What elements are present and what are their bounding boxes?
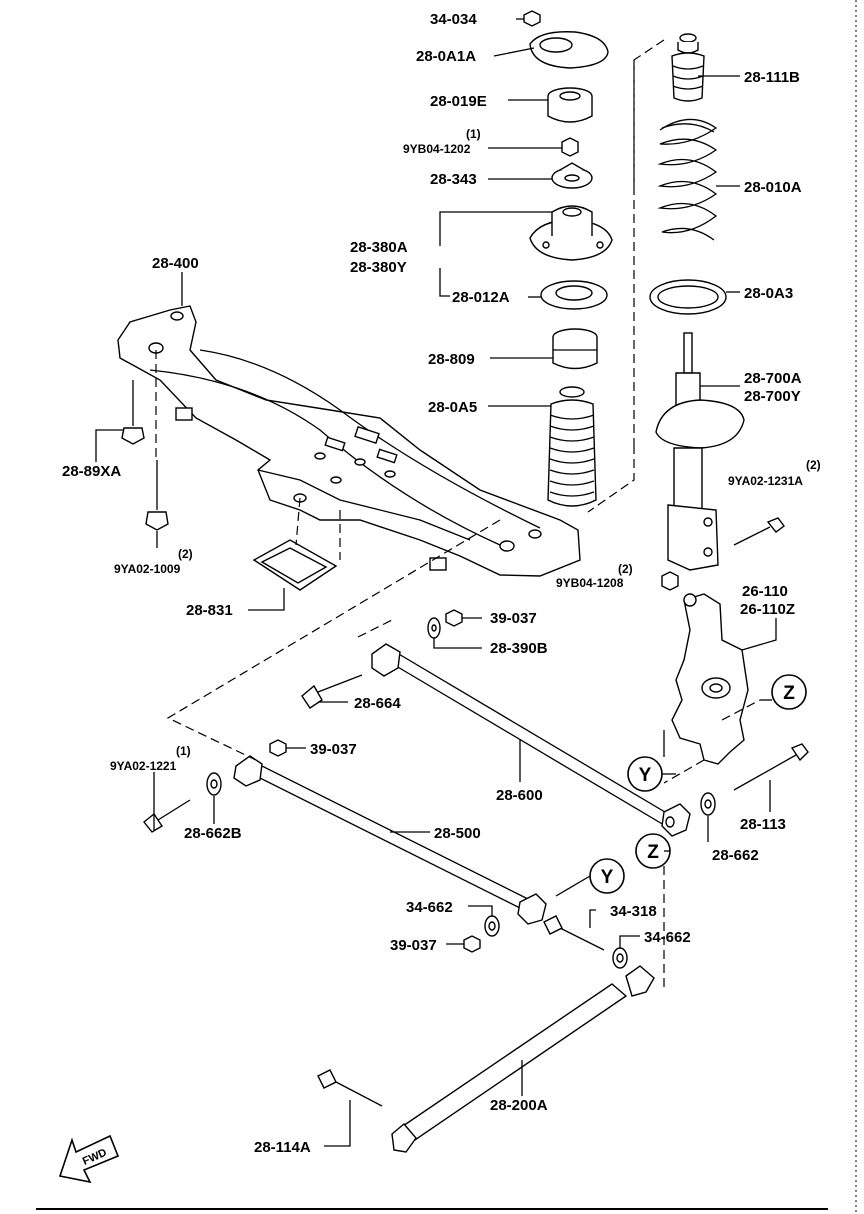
bolt-28-113[interactable]: [733, 743, 809, 791]
marker-z-knuckle: Z: [771, 674, 807, 710]
label-28-700A: 28-700A: [744, 370, 802, 387]
label-28-0A5: 28-0A5: [428, 399, 477, 416]
bushing-34-662-a[interactable]: [484, 915, 500, 937]
label-9YA02-1221-qty: (1): [176, 744, 191, 758]
label-28-662: 28-662: [712, 847, 759, 864]
label-9YA02-1009-qty: (2): [178, 547, 193, 561]
label-28-343: 28-343: [430, 171, 477, 188]
lateral-link-28-600[interactable]: [371, 643, 691, 837]
coil-spring-28-010A[interactable]: [657, 118, 718, 241]
label-9YB04-1202: 9YB04-1202: [403, 142, 471, 156]
label-28-809: 28-809: [428, 351, 475, 368]
label-28-89XA: 28-89XA: [62, 463, 121, 480]
label-26-110: 26-110: [742, 583, 788, 600]
bump-rubber-28-111B[interactable]: [671, 33, 705, 102]
assembly-line: [295, 497, 301, 546]
svg-text:Y: Y: [639, 765, 652, 786]
label-9YA02-1231A-qty: (2): [806, 458, 821, 472]
bushing-28-662B[interactable]: [206, 772, 222, 796]
assembly-line: [166, 519, 501, 761]
marker-z-link: Z: [635, 833, 671, 869]
label-34-318: 34-318: [610, 903, 657, 920]
label-39-037-b: 39-037: [310, 741, 357, 758]
bushing-34-662-b[interactable]: [612, 947, 628, 969]
bushing-28-662[interactable]: [700, 792, 716, 816]
bolt-34-318[interactable]: [543, 915, 605, 951]
label-28-400: 28-400: [152, 255, 199, 272]
bolt-9YA02-1221[interactable]: [143, 799, 191, 833]
label-34-662-a: 34-662: [406, 899, 453, 916]
label-28-664: 28-664: [354, 695, 401, 712]
strut-assembly-28-700A[interactable]: [655, 332, 745, 571]
label-39-037-c: 39-037: [390, 937, 437, 954]
spring-seat-28-0A3[interactable]: [649, 279, 727, 315]
marker-y-knuckle: Y: [627, 756, 663, 792]
insulator-28-012A[interactable]: [540, 280, 608, 310]
label-34-662-b: 34-662: [644, 929, 691, 946]
label-39-037-a: 39-037: [490, 610, 537, 627]
label-28-600: 28-600: [496, 787, 543, 804]
label-9YB04-1202-qty: (1): [466, 127, 481, 141]
label-9YA02-1231A: 9YA02-1231A: [728, 474, 803, 488]
crossmember-28-400[interactable]: [117, 305, 581, 577]
dust-boot-28-0A5[interactable]: [547, 386, 597, 507]
lateral-link-28-500[interactable]: [233, 755, 547, 925]
svg-text:Z: Z: [783, 683, 795, 704]
label-28-0A1A: 28-0A1A: [416, 48, 476, 65]
assembly-line: [587, 445, 635, 513]
label-28-380Y: 28-380Y: [350, 259, 407, 276]
svg-text:Z: Z: [647, 842, 659, 863]
knuckle-26-110[interactable]: [671, 593, 749, 765]
assembly-line: [663, 759, 705, 784]
nut-9YB04-1202[interactable]: [561, 137, 579, 157]
bolt-9YA02-1231A[interactable]: [733, 517, 785, 546]
svg-text:Y: Y: [601, 867, 614, 888]
mount-rubber-28-019E[interactable]: [547, 87, 593, 123]
bolt-28-89XA[interactable]: [121, 380, 145, 445]
bushing-28-390B[interactable]: [427, 617, 441, 639]
bolt-28-114A[interactable]: [317, 1069, 383, 1107]
nut-39-037-a[interactable]: [445, 609, 463, 627]
label-34-034: 34-034: [430, 11, 477, 28]
label-28-012A: 28-012A: [452, 289, 510, 306]
label-9YB04-1208-qty: (2): [618, 562, 633, 576]
upper-mount-plate-28-0A1A[interactable]: [529, 31, 609, 69]
label-28-111B: 28-111B: [744, 69, 800, 86]
label-28-390B: 28-390B: [490, 640, 548, 657]
label-28-0A3: 28-0A3: [744, 285, 793, 302]
nut-34-034[interactable]: [523, 10, 541, 27]
nut-9YB04-1208[interactable]: [661, 571, 679, 591]
mount-assembly-28-380A[interactable]: [529, 205, 613, 261]
label-28-662B: 28-662B: [184, 825, 242, 842]
label-28-200A: 28-200A: [490, 1097, 548, 1114]
nut-39-037-c[interactable]: [463, 935, 481, 953]
leader-lines: [95, 18, 777, 1147]
assembly-line: [357, 619, 393, 638]
label-28-019E: 28-019E: [430, 93, 487, 110]
fwd-arrow-icon: FWD: [58, 1134, 120, 1184]
marker-y-link: Y: [589, 858, 625, 894]
label-28-114A: 28-114A: [254, 1139, 311, 1156]
nut-39-037-b[interactable]: [269, 739, 287, 757]
label-28-380A: 28-380A: [350, 239, 408, 256]
pad-28-831[interactable]: [252, 539, 338, 591]
label-26-110Z: 26-110Z: [740, 601, 795, 618]
label-9YB04-1208: 9YB04-1208: [556, 576, 624, 590]
bump-stop-28-809[interactable]: [552, 328, 598, 370]
washer-28-343[interactable]: [551, 162, 593, 189]
label-28-831: 28-831: [186, 602, 233, 619]
label-9YA02-1009: 9YA02-1009: [114, 562, 181, 576]
label-28-500: 28-500: [434, 825, 481, 842]
part-labels: 34-034 28-0A1A 28-019E (1) 9YB04-1202 28…: [62, 11, 821, 1156]
label-28-010A: 28-010A: [744, 179, 802, 196]
label-28-113: 28-113: [740, 816, 786, 833]
assembly-line: [633, 39, 665, 187]
bolt-9YA02-1009[interactable]: [145, 460, 169, 531]
trailing-link-28-200A[interactable]: [391, 965, 655, 1153]
assembly-line: [721, 699, 761, 721]
label-9YA02-1221: 9YA02-1221: [110, 759, 177, 773]
label-28-700Y: 28-700Y: [744, 388, 801, 405]
bolt-28-664[interactable]: [301, 674, 363, 709]
